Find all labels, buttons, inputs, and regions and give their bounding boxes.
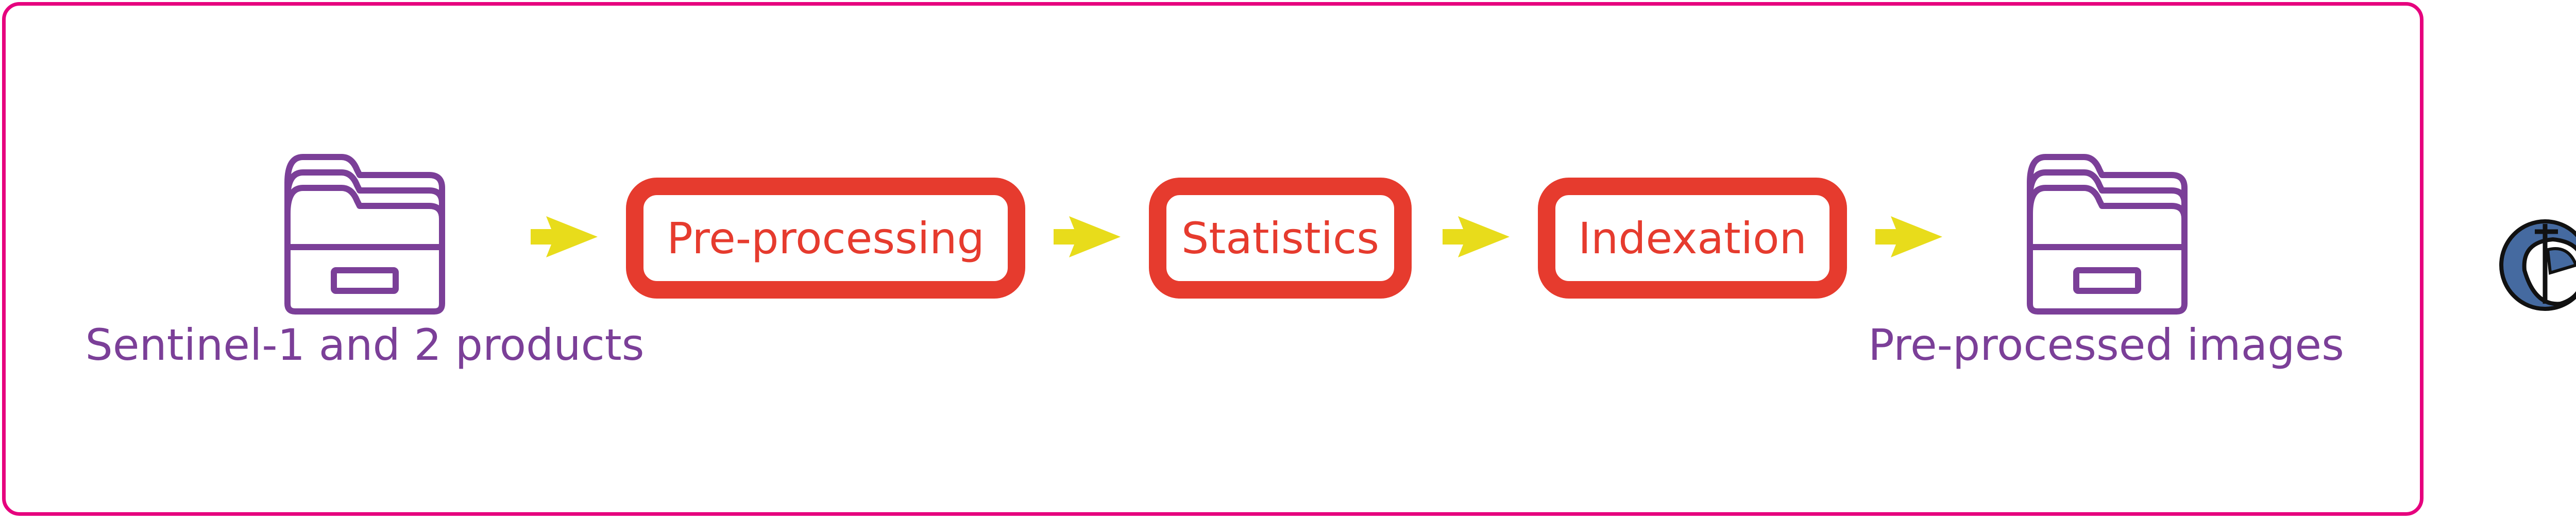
step-label: Pre-processing xyxy=(667,213,985,264)
arrow-right-icon xyxy=(531,216,598,257)
step-label: Indexation xyxy=(1578,213,1807,264)
step-pre-processing: Pre-processing xyxy=(626,178,1025,299)
source-caption: Sentinel-1 and 2 products xyxy=(85,320,645,370)
step-indexation: Indexation xyxy=(1538,178,1847,299)
arrow-right-icon xyxy=(1443,216,1510,257)
workflow-frame xyxy=(2,2,2424,516)
arrow-right-icon xyxy=(1875,216,1942,257)
output-caption: Pre-processed images xyxy=(1868,320,2344,370)
logo-icon xyxy=(2494,193,2576,332)
step-label: Statistics xyxy=(1181,213,1379,264)
output-archive-icon xyxy=(2025,152,2190,317)
source-archive-icon xyxy=(282,152,447,317)
arrow-right-icon xyxy=(1054,216,1121,257)
step-statistics: Statistics xyxy=(1149,178,1412,299)
